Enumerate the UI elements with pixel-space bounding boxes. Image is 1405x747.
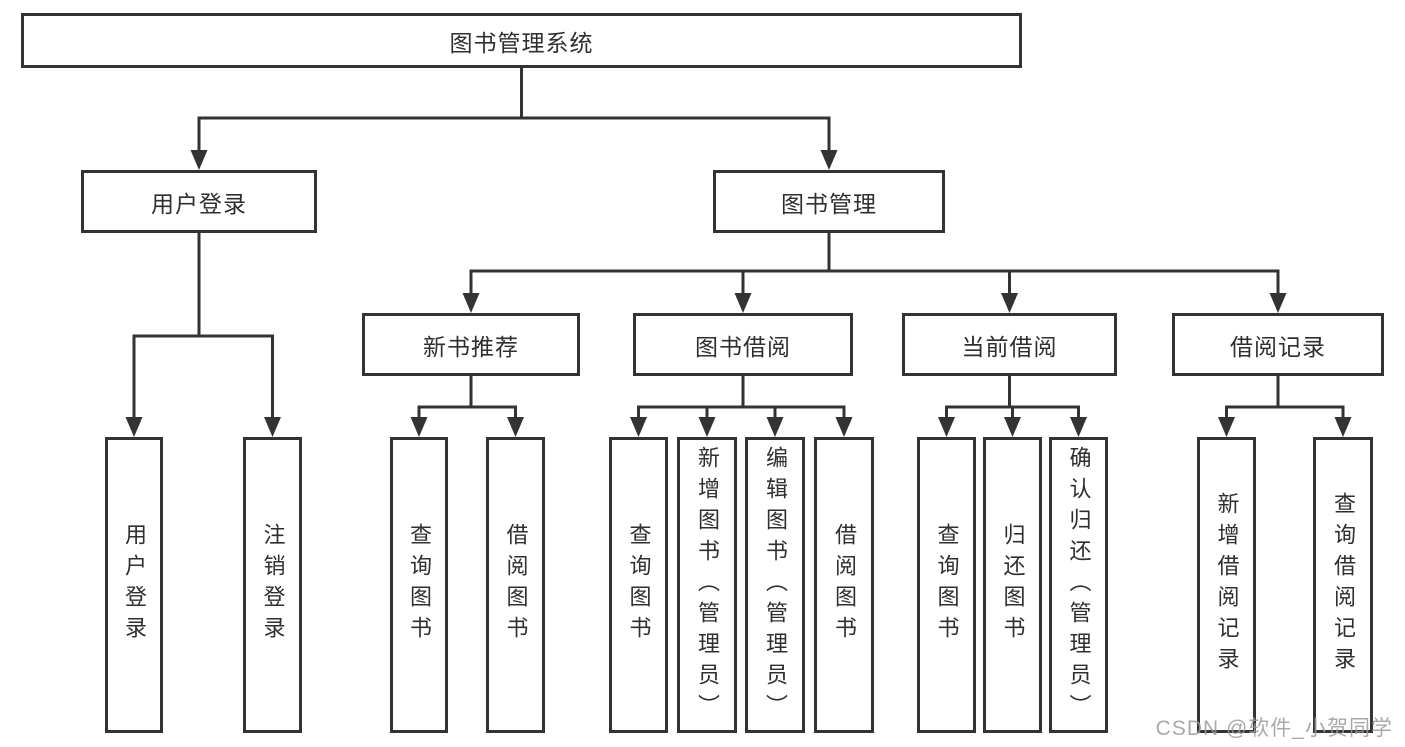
node-book-mgmt: 图书管理: [713, 170, 945, 233]
node-label: 借阅图书: [503, 523, 529, 647]
node-leaf-bb-query: 查询图书: [609, 437, 668, 733]
node-label: 图书管理系统: [449, 29, 594, 56]
node-borrow-record: 借阅记录: [1172, 313, 1384, 376]
node-label: 编辑图书（管理员）: [763, 445, 788, 725]
arrowhead: [698, 417, 716, 437]
watermark: CSDN @软件_小贺同学: [1155, 717, 1393, 740]
node-leaf-bb-borrow: 借阅图书: [814, 437, 874, 733]
node-leaf-user-login: 用户登录: [105, 437, 163, 733]
node-label: 查询借阅记录: [1331, 492, 1356, 678]
arrowhead: [766, 417, 784, 437]
node-new-book-recommend: 新书推荐: [362, 313, 580, 376]
node-leaf-cb-return: 归还图书: [983, 437, 1042, 733]
node-label: 查询图书: [407, 523, 432, 647]
arrowhead: [734, 293, 752, 313]
arrowhead: [820, 150, 838, 170]
node-leaf-br-query: 查询借阅记录: [1313, 437, 1373, 733]
arrowhead: [462, 293, 480, 313]
node-label: 图书管理: [781, 190, 877, 217]
node-label: 查询图书: [934, 523, 960, 647]
node-label: 新书推荐: [423, 333, 519, 360]
arrowhead: [835, 417, 853, 437]
arrowhead: [190, 150, 208, 170]
arrowhead: [1269, 293, 1287, 313]
arrowhead: [264, 417, 281, 437]
node-label: 借阅记录: [1230, 333, 1326, 360]
node-leaf-bb-add: 新增图书（管理员）: [677, 437, 737, 733]
node-user-login: 用户登录: [81, 170, 317, 233]
arrowhead: [630, 417, 647, 437]
node-book-borrow: 图书借阅: [633, 313, 853, 376]
node-label: 当前借阅: [961, 333, 1058, 360]
node-leaf-nb-query: 查询图书: [390, 437, 448, 733]
node-leaf-nb-borrow: 借阅图书: [486, 437, 545, 733]
node-leaf-cb-confirm: 确认归还（管理员）: [1049, 437, 1108, 733]
arrowhead: [1001, 293, 1018, 313]
arrowhead: [410, 417, 428, 437]
node-label: 借阅图书: [832, 523, 857, 647]
node-label: 归还图书: [1000, 523, 1026, 647]
arrowhead: [125, 417, 143, 437]
node-root: 图书管理系统: [21, 13, 1022, 68]
node-label: 用户登录: [122, 523, 147, 647]
node-leaf-br-add: 新增借阅记录: [1197, 437, 1256, 733]
node-label: 注销登录: [260, 523, 286, 647]
arrowhead: [1070, 417, 1087, 437]
node-leaf-cb-query: 查询图书: [917, 437, 976, 733]
node-label: 图书借阅: [695, 333, 791, 360]
arrowhead: [507, 417, 524, 437]
node-label: 用户登录: [151, 190, 247, 217]
node-label: 查询图书: [626, 523, 652, 647]
arrowhead: [1218, 417, 1235, 437]
arrowhead: [938, 417, 955, 437]
arrowhead: [1004, 417, 1021, 437]
node-current-borrow: 当前借阅: [902, 313, 1117, 376]
node-leaf-bb-edit: 编辑图书（管理员）: [745, 437, 805, 733]
node-label: 新增借阅记录: [1214, 492, 1240, 678]
node-leaf-logout: 注销登录: [243, 437, 302, 733]
node-label: 确认归还（管理员）: [1066, 445, 1092, 725]
arrowhead: [1334, 417, 1352, 437]
node-label: 新增图书（管理员）: [695, 445, 720, 725]
